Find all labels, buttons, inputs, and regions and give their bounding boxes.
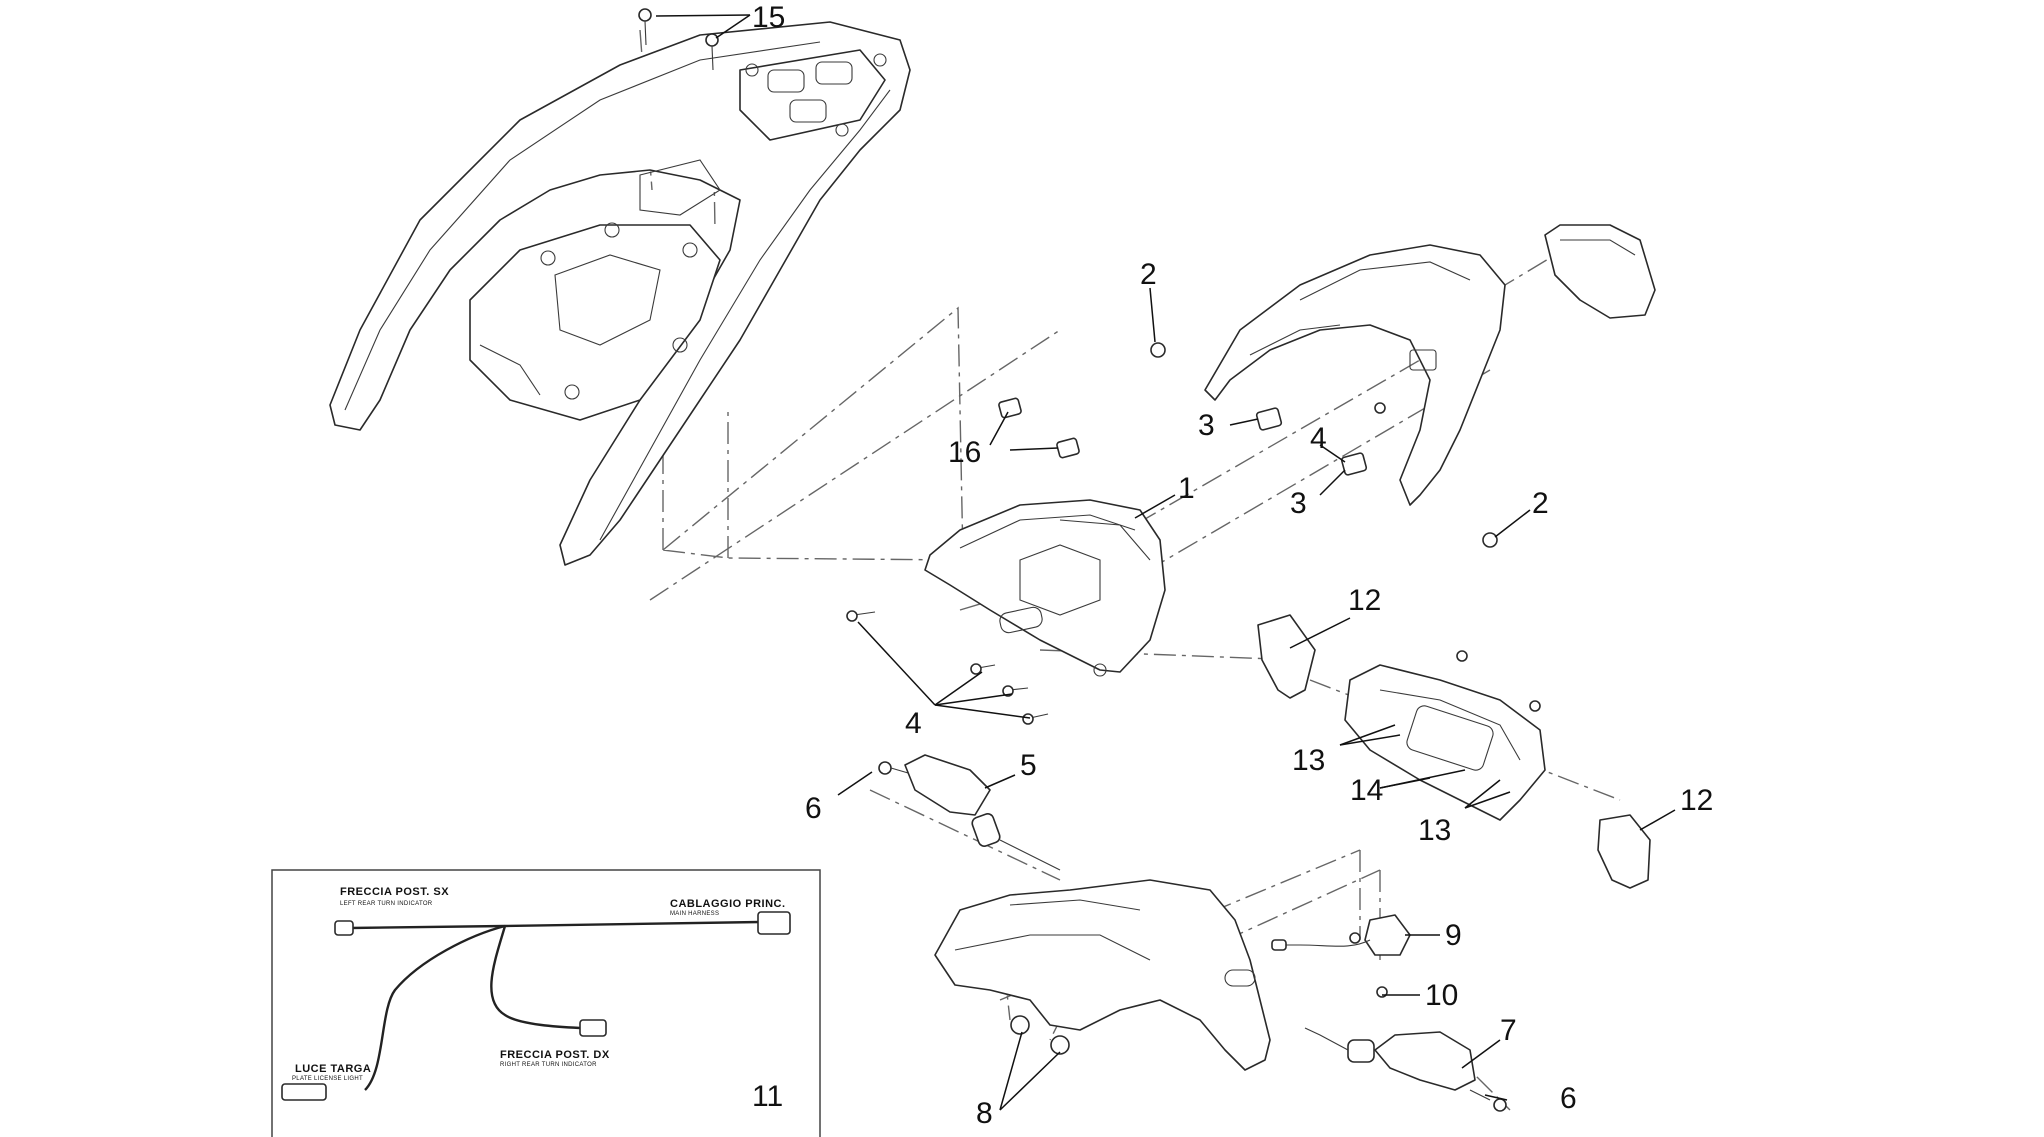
callout-6-left: 6	[805, 792, 822, 825]
callout-numbers: 1 2 2 3 3 4 4 5 6 6 7 8 9 10 11 12 12 13…	[752, 1, 1713, 1130]
main-harness-label: CABLAGGIO PRINC.	[670, 898, 786, 910]
callout-15: 15	[752, 1, 785, 34]
callout-14: 14	[1350, 774, 1383, 807]
rear-luggage-rack	[329, 21, 911, 566]
right-indicator-label: FRECCIA POST. DX	[500, 1049, 610, 1061]
callout-1: 1	[1178, 472, 1195, 505]
callout-16: 16	[948, 436, 981, 469]
callout-2-upper: 2	[1140, 258, 1157, 291]
left-turn-indicator	[904, 754, 1061, 871]
rear-tail-cowl	[1204, 244, 1506, 506]
callout-13-left: 13	[1292, 744, 1325, 777]
callout-10: 10	[1425, 979, 1458, 1012]
rear-mudguard	[934, 879, 1271, 1071]
right-indicator-connector	[579, 1019, 607, 1037]
screws	[846, 610, 1541, 1112]
tail-light-housing	[924, 499, 1166, 677]
callout-11: 11	[752, 1080, 783, 1113]
callout-8: 8	[976, 1097, 993, 1130]
left-indicator-sublabel: LEFT REAR TURN INDICATOR	[340, 901, 433, 907]
callout-4-lower: 4	[905, 707, 922, 740]
inset-frame	[271, 869, 821, 1137]
plate-light-sublabel: PLATE LICENSE LIGHT	[292, 1076, 363, 1082]
right-turn-indicator	[1304, 1027, 1476, 1091]
callout-5: 5	[1020, 749, 1037, 782]
callout-12-lower: 12	[1680, 784, 1713, 817]
main-harness-sublabel: MAIN HARNESS	[670, 911, 719, 917]
wiring-harness-inset: FRECCIA POST. SX LEFT REAR TURN INDICATO…	[271, 869, 821, 1137]
left-indicator-label: FRECCIA POST. SX	[340, 886, 449, 898]
plate-light-label: LUCE TARGA	[295, 1063, 371, 1075]
rear-light-cover	[1544, 224, 1656, 319]
callout-2-lower: 2	[1532, 487, 1549, 520]
left-indicator-connector	[334, 920, 354, 936]
leader-lines	[655, 14, 1676, 1111]
license-plate-holder	[1344, 664, 1546, 821]
callout-6-right: 6	[1560, 1082, 1577, 1115]
reflectors	[1257, 614, 1651, 889]
plate-light-connector	[281, 1083, 327, 1101]
callout-3-lower: 3	[1290, 487, 1307, 520]
callout-12-upper: 12	[1348, 584, 1381, 617]
small-hardware	[638, 8, 1498, 548]
callout-4-upper: 4	[1310, 422, 1327, 455]
callout-7: 7	[1500, 1014, 1517, 1047]
callout-9: 9	[1445, 919, 1462, 952]
callout-3-upper: 3	[1198, 409, 1215, 442]
callout-13-right: 13	[1418, 814, 1451, 847]
license-plate-light	[1271, 914, 1411, 956]
main-harness-connector	[757, 911, 791, 935]
right-indicator-sublabel: RIGHT REAR TURN INDICATOR	[500, 1062, 597, 1068]
